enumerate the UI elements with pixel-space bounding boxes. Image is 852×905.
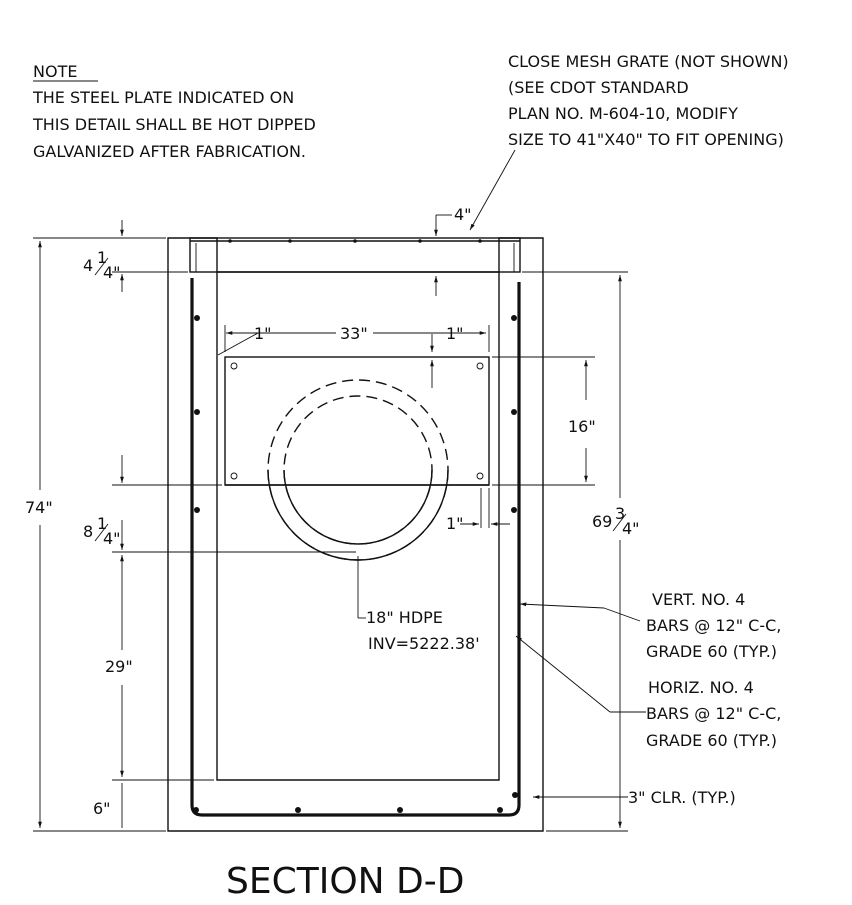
steel-plate (224, 356, 490, 486)
section-title: SECTION D-D (226, 861, 464, 902)
dim-top-4: 4" (434, 205, 472, 296)
dim-bottom-1-label: 1" (446, 514, 464, 533)
dim-pipe-whole: 8 (83, 522, 93, 541)
pipe-outer-dashed (267, 379, 449, 561)
dim-pipe-8-1-4: 8 1 4" (83, 455, 356, 553)
grate-line-4: SIZE TO 41"X40" TO FIT OPENING) (508, 130, 784, 149)
note-line-1: THE STEEL PLATE INDICATED ON (32, 88, 294, 107)
dim-inside-den: 4" (622, 519, 640, 538)
pipe-outer-solid (267, 469, 449, 561)
rebar-u-bar (190, 282, 521, 817)
dim-overall-74: 74" (25, 237, 166, 832)
rebar (190, 278, 521, 817)
horiz-bars-callout: HORIZ. NO. 4 BARS @ 12" C-C, GRADE 60 (T… (515, 635, 781, 750)
dim-pipe-num: 1 (97, 514, 107, 533)
grate-bolts (228, 239, 482, 243)
horizontal-bar-dots (193, 315, 518, 813)
plate-bolt (476, 472, 484, 480)
dim-base-label: 6" (93, 799, 111, 818)
note-line-2: THIS DETAIL SHALL BE HOT DIPPED (32, 115, 316, 134)
clearance-label: 3" CLR. (TYP.) (628, 788, 736, 807)
dim-plate-width: 1" 33" 1" (216, 324, 500, 388)
plate-bolt (230, 362, 238, 370)
pipe-callout: 18" HDPE INV=5222.38' (357, 556, 480, 653)
grate-leader (469, 149, 516, 231)
dim-bottom-1: 1" (446, 488, 510, 533)
horiz-bars-line-3: GRADE 60 (TYP.) (646, 731, 777, 750)
hdpe-pipe (225, 379, 489, 561)
dim-frame-whole: 4 (83, 256, 93, 275)
pipe-callout-line-1: 18" HDPE (366, 608, 443, 627)
plate-bolt (230, 472, 238, 480)
plate-outline (224, 356, 490, 486)
note-heading: NOTE (33, 62, 77, 81)
pipe-callout-line-2: INV=5222.38' (368, 634, 480, 653)
dim-top-4-label: 4" (454, 205, 472, 224)
dim-inside-69-3-4: 69 3 4" (522, 271, 640, 832)
vert-bars-line-2: BARS @ 12" C-C, (646, 616, 781, 635)
grate-callout: CLOSE MESH GRATE (NOT SHOWN) (SEE CDOT S… (469, 52, 789, 231)
grate-line-3: PLAN NO. M-604-10, MODIFY (508, 104, 738, 123)
note-line-3: GALVANIZED AFTER FABRICATION. (33, 142, 306, 161)
vert-bars-line-1: VERT. NO. 4 (652, 590, 745, 609)
dim-pipe-den: 4" (103, 529, 121, 548)
dim-overall-label: 74" (25, 498, 53, 517)
dim-inside-num: 3 (615, 504, 625, 523)
dim-plate-height-label: 16" (568, 417, 596, 436)
pipe-inner-dashed (283, 395, 433, 545)
dim-base-6: 6" (93, 783, 123, 828)
dim-frame-num: 1 (97, 248, 107, 267)
dim-plate-height: 16" (492, 356, 596, 486)
dim-invert-29: 29" (105, 555, 214, 781)
dim-frame-4-1-4: 4 1 4" (83, 220, 188, 292)
dim-plate-width-label: 33" (340, 324, 368, 343)
dim-plate-right-label: 1" (446, 324, 464, 343)
plate-bolt (476, 362, 484, 370)
vert-bars-line-3: GRADE 60 (TYP.) (646, 642, 777, 661)
horiz-bars-line-1: HORIZ. NO. 4 (648, 678, 754, 697)
grate-line-1: CLOSE MESH GRATE (NOT SHOWN) (508, 52, 789, 71)
concrete-structure (167, 237, 544, 832)
grate-line-2: (SEE CDOT STANDARD (508, 78, 689, 97)
clearance-callout: 3" CLR. (TYP.) (533, 788, 736, 807)
note-block: NOTE THE STEEL PLATE INDICATED ON THIS D… (32, 62, 316, 161)
dim-invert-label: 29" (105, 657, 133, 676)
horiz-bars-line-2: BARS @ 12" C-C, (646, 704, 781, 723)
pipe-inner-solid (283, 469, 433, 545)
dim-inside-whole: 69 (592, 512, 612, 531)
frame-opening (189, 237, 521, 273)
dim-plate-left-label: 1" (254, 324, 272, 343)
dim-frame-den: 4" (103, 263, 121, 282)
vert-bars-callout: VERT. NO. 4 BARS @ 12" C-C, GRADE 60 (TY… (519, 590, 781, 661)
